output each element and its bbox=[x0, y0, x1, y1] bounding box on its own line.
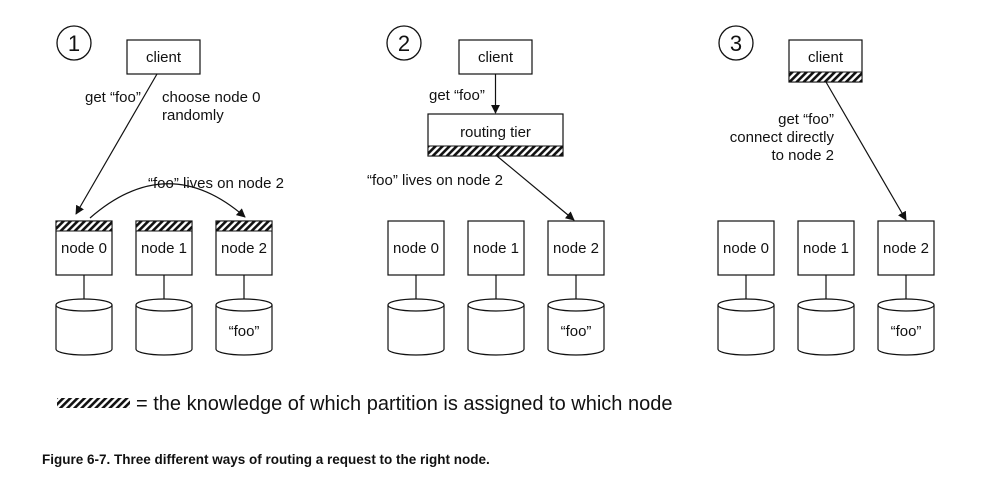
routing-knowledge-hatch bbox=[135, 220, 193, 232]
choose-note-line-1: choose node 0 bbox=[162, 89, 260, 106]
step-number-2-label: 2 bbox=[398, 31, 410, 56]
request-label-3-line-3: to node 2 bbox=[771, 147, 834, 164]
disk-node-0-3 bbox=[717, 298, 775, 356]
legend: = the knowledge of which partition is as… bbox=[57, 393, 672, 415]
disk-node-1-2 bbox=[467, 298, 525, 356]
node-1-label-3: node 1 bbox=[803, 240, 849, 257]
figure-caption: Figure 6-7. Three different ways of rout… bbox=[42, 452, 490, 467]
panel-2: 2 client get “foo” routing tier “foo” li… bbox=[367, 25, 605, 356]
routing-knowledge-hatch bbox=[215, 220, 273, 232]
node-0-label-3: node 0 bbox=[723, 240, 769, 257]
client-label-3: client bbox=[808, 49, 844, 66]
step-number-1 bbox=[56, 25, 92, 61]
disk-node-2-1 bbox=[215, 298, 273, 356]
step-number-1-label: 1 bbox=[68, 31, 80, 56]
node-2-label-1: node 2 bbox=[221, 240, 267, 257]
disk-node-0-2 bbox=[387, 298, 445, 356]
node-0-label-1: node 0 bbox=[61, 240, 107, 257]
request-arrow-3 bbox=[825, 81, 907, 221]
forward-arrow-2 bbox=[496, 155, 575, 221]
disk-node-1-1 bbox=[135, 298, 193, 356]
disk-foo-label-1: “foo” bbox=[229, 323, 260, 340]
routing-knowledge-hatch bbox=[788, 71, 863, 83]
request-arrow-1 bbox=[75, 73, 158, 215]
forward-arrow-1 bbox=[89, 183, 246, 219]
node-0-label-2: node 0 bbox=[393, 240, 439, 257]
disk-node-2-3 bbox=[877, 298, 935, 356]
step-number-3 bbox=[718, 25, 754, 61]
legend-text: = the knowledge of which partition is as… bbox=[136, 393, 672, 415]
routing-tier-label: routing tier bbox=[460, 124, 531, 141]
request-label-1: get “foo” bbox=[85, 89, 141, 106]
request-label-3-line-2: connect directly bbox=[730, 129, 835, 146]
node-2-label-3: node 2 bbox=[883, 240, 929, 257]
node-2-box-2 bbox=[547, 220, 605, 276]
lives-label-1: “foo” lives on node 2 bbox=[148, 175, 284, 192]
panel-1: 1 client get “foo” choose node 0 randoml… bbox=[55, 25, 284, 356]
step-number-3-label: 3 bbox=[730, 31, 742, 56]
step-number-2 bbox=[386, 25, 422, 61]
client-label-1: client bbox=[146, 49, 182, 66]
node-2-label-2: node 2 bbox=[553, 240, 599, 257]
routing-knowledge-hatch bbox=[427, 145, 564, 157]
choose-note-line-2: randomly bbox=[162, 107, 224, 124]
disk-foo-label-2: “foo” bbox=[561, 323, 592, 340]
disk-node-2-2 bbox=[547, 298, 605, 356]
client-box-1 bbox=[126, 39, 201, 75]
lives-label-2: “foo” lives on node 2 bbox=[367, 172, 503, 189]
disk-foo-label-3: “foo” bbox=[891, 323, 922, 340]
request-label-3-line-1: get “foo” bbox=[778, 111, 834, 128]
client-label-2: client bbox=[478, 49, 514, 66]
node-1-label-2: node 1 bbox=[473, 240, 519, 257]
disk-node-1-3 bbox=[797, 298, 855, 356]
node-1-label-1: node 1 bbox=[141, 240, 187, 257]
request-label-2: get “foo” bbox=[429, 87, 485, 104]
node-0-box-3 bbox=[717, 220, 775, 276]
legend-hatch-swatch bbox=[57, 398, 130, 408]
node-2-box-3 bbox=[877, 220, 935, 276]
node-0-box-2 bbox=[387, 220, 445, 276]
panel-3: 3 client get “foo” connect directly to n… bbox=[717, 25, 935, 356]
routing-diagram: 1 client get “foo” choose node 0 randoml… bbox=[55, 25, 935, 415]
routing-knowledge-hatch bbox=[55, 220, 113, 232]
node-1-box-3 bbox=[797, 220, 855, 276]
disk-node-0-1 bbox=[55, 298, 113, 356]
